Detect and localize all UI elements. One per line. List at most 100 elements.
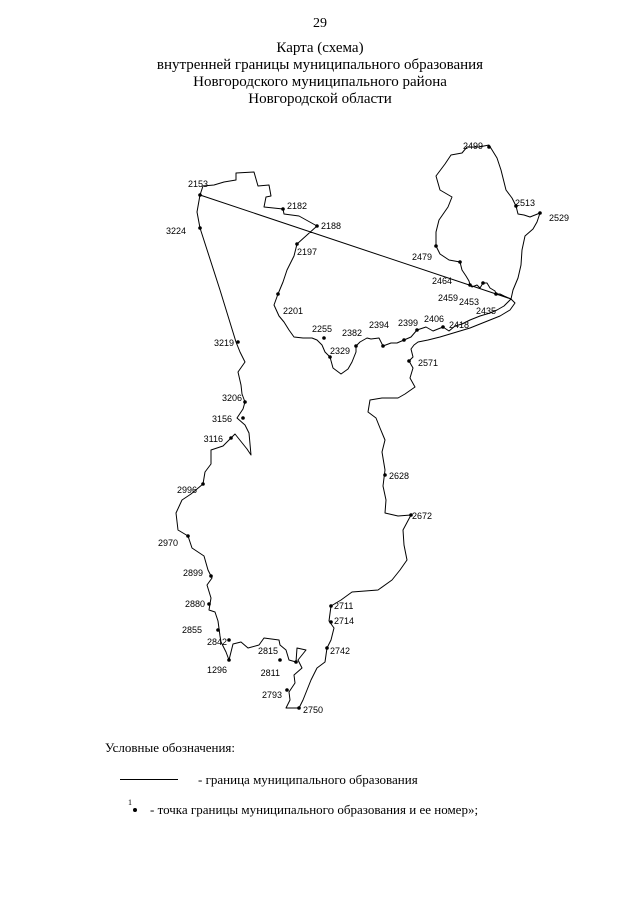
- boundary-point: 2750: [297, 705, 323, 715]
- boundary-point-dot: [354, 344, 358, 348]
- boundary-point: 2464: [432, 260, 462, 286]
- boundary-point-dot: [383, 473, 387, 477]
- boundary-point-label: 1296: [207, 665, 227, 675]
- boundary-point-label: 3219: [214, 338, 234, 348]
- boundary-point: 2453: [459, 281, 485, 307]
- boundary-point: 2197: [295, 242, 317, 257]
- boundary-point-dot: [198, 193, 202, 197]
- boundary-point-dot: [209, 574, 213, 578]
- boundary-point-label: 2628: [389, 471, 409, 481]
- boundary-point: 2513: [514, 198, 535, 208]
- boundary-point-dot: [322, 336, 326, 340]
- boundary-point-label: 2815: [258, 646, 278, 656]
- boundary-point-label: 2329: [330, 346, 350, 356]
- boundary-point-label: 2842: [207, 637, 227, 647]
- boundary-point-dot: [295, 242, 299, 246]
- boundary-point-label: 2464: [432, 276, 452, 286]
- boundary-point-label: 2394: [369, 320, 389, 330]
- boundary-point-label: 2406: [424, 314, 444, 324]
- boundary-point-label: 2793: [262, 690, 282, 700]
- boundary-point-label: 3116: [204, 434, 223, 444]
- boundary-line: [175, 144, 541, 709]
- boundary-point-label: 2899: [183, 568, 203, 578]
- boundary-point: 3116: [204, 434, 233, 444]
- boundary-point: 2880: [185, 599, 211, 609]
- title-line-2: внутренней границы муниципального образо…: [156, 57, 484, 73]
- boundary-point: 3206: [222, 393, 247, 404]
- boundary-point-dot: [481, 281, 485, 285]
- boundary-point-dot: [227, 658, 231, 662]
- legend-point-row: 1 - точка границы муниципального образов…: [128, 798, 548, 820]
- boundary-point-label: 3224: [166, 226, 186, 236]
- boundary-point-label: 3156: [212, 414, 232, 424]
- boundary-point: 2255: [312, 324, 332, 340]
- title-line-3: Новгородского муниципального района: [193, 74, 447, 90]
- boundary-point: 2996: [177, 482, 205, 495]
- boundary-point: 2418: [441, 320, 469, 330]
- boundary-point-dot: [329, 604, 333, 608]
- boundary-point: 2329: [328, 346, 350, 359]
- boundary-point-dot: [329, 620, 333, 624]
- boundary-point-label: 2182: [287, 201, 307, 211]
- boundary-point: 2672: [409, 511, 432, 521]
- boundary-point-dot: [278, 658, 282, 662]
- boundary-point-label: 2453: [459, 297, 479, 307]
- boundary-point-label: 2571: [418, 358, 438, 368]
- boundary-point-dot: [186, 534, 190, 538]
- boundary-point: 2201: [276, 292, 303, 316]
- boundary-point-dot: [538, 211, 542, 215]
- boundary-point-dot: [198, 226, 202, 230]
- boundary-point-dot: [201, 482, 205, 486]
- boundary-point: 2399: [398, 318, 418, 342]
- boundary-points: 2499215321822188322421972513252924792464…: [158, 141, 569, 715]
- boundary-point-dot: [229, 436, 233, 440]
- boundary-point-label: 2513: [515, 198, 535, 208]
- boundary-point-dot: [402, 338, 406, 342]
- map-title: Карта (схема) внутренней границы муницип…: [0, 40, 640, 108]
- boundary-point-label: 2459: [438, 293, 458, 303]
- boundary-point-label: 2188: [321, 221, 341, 231]
- boundary-point: 2529: [538, 211, 569, 223]
- boundary-point-label: 2399: [398, 318, 418, 328]
- boundary-point-dot: [514, 204, 518, 208]
- boundary-point: 2435: [476, 292, 498, 316]
- boundary-point-label: 2880: [185, 599, 205, 609]
- boundary-point-dot: [468, 283, 472, 287]
- boundary-point-label: 2153: [188, 179, 208, 189]
- boundary-point-label: 2996: [177, 485, 197, 495]
- boundary-point-dot: [297, 706, 301, 710]
- boundary-point-label: 2197: [297, 247, 317, 257]
- boundary-point-label: 2970: [158, 538, 178, 548]
- boundary-point-label: 2811: [261, 668, 280, 678]
- boundary-point-dot: [227, 638, 231, 642]
- legend-point-dot: [133, 808, 137, 812]
- legend-title: Условные обозначения:: [105, 740, 236, 755]
- boundary-point-label: 2435: [476, 306, 496, 316]
- boundary-point: 2394: [369, 320, 389, 348]
- boundary-point: 2793: [262, 688, 289, 700]
- boundary-point: 3219: [214, 338, 240, 348]
- boundary-point: 2382: [342, 328, 362, 348]
- boundary-point-label: 2742: [330, 646, 350, 656]
- boundary-point: 3156: [212, 414, 245, 424]
- boundary-point-label: 2255: [312, 324, 332, 334]
- boundary-point: 2811: [261, 660, 298, 678]
- boundary-point-dot: [294, 660, 298, 664]
- boundary-point: 2153: [188, 179, 208, 197]
- legend-line-sample: [120, 779, 178, 780]
- boundary-point-dot: [407, 359, 411, 363]
- boundary-point-dot: [216, 628, 220, 632]
- boundary-point: 1296: [207, 658, 231, 675]
- boundary-point-label: 2714: [334, 616, 354, 626]
- boundary-point-dot: [315, 224, 319, 228]
- boundary-point-dot: [458, 260, 462, 264]
- boundary-point-dot: [494, 292, 498, 296]
- boundary-point-dot: [207, 602, 211, 606]
- boundary-point-label: 3206: [222, 393, 242, 403]
- boundary-point: 2970: [158, 534, 190, 548]
- boundary-point: 2842: [207, 637, 231, 647]
- boundary-point: 2742: [325, 646, 350, 656]
- boundary-point-dot: [241, 416, 245, 420]
- boundary-point: 2899: [183, 568, 213, 578]
